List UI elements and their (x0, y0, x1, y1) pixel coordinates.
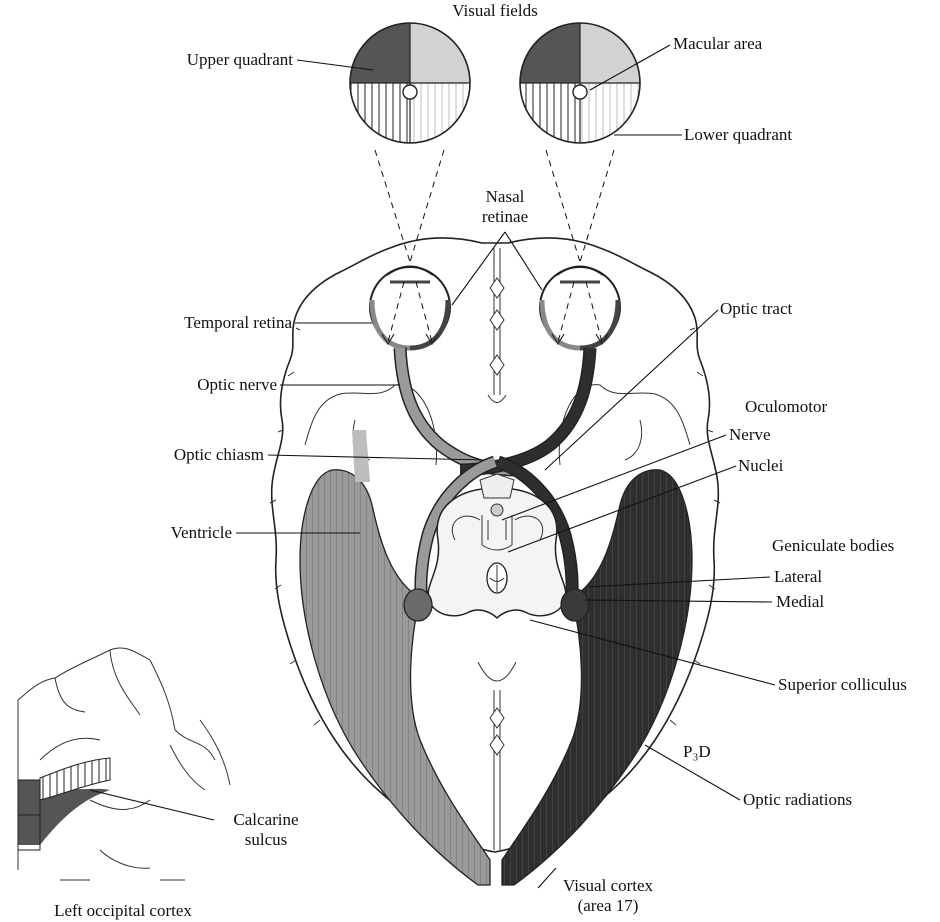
left-occipital-cortex-label: Left occipital cortex (54, 901, 192, 920)
ventricle-label: Ventricle (171, 523, 232, 542)
occipital-inset (18, 648, 230, 880)
projection-lines (375, 150, 614, 262)
p3d-label: P₃D (683, 742, 711, 761)
lower-quadrant-label: Lower quadrant (684, 125, 792, 144)
optic-chiasm-label: Optic chiasm (174, 445, 264, 464)
calcarine-sulcus-label-line1: Calcarine (233, 810, 298, 829)
nerve-label: Nerve (729, 425, 771, 444)
nasal-retinae-label-line1: Nasal (486, 187, 525, 206)
right-eye (540, 267, 620, 349)
left-eye (370, 267, 450, 349)
calcarine-sulcus-label-line2: sulcus (245, 830, 288, 849)
visual-fields-label: Visual fields (452, 1, 537, 20)
visual-field-right (520, 23, 640, 143)
medial-label: Medial (776, 592, 824, 611)
visual-cortex-label-line2: (area 17) (578, 896, 639, 915)
optic-nerve-label: Optic nerve (197, 375, 277, 394)
superior-colliculus-label: Superior colliculus (778, 675, 907, 694)
optic-radiations-label: Optic radiations (743, 790, 852, 809)
nuclei-label: Nuclei (738, 456, 784, 475)
visual-field-left (350, 23, 470, 143)
lateral-label: Lateral (774, 567, 822, 586)
macular-area-label: Macular area (673, 34, 763, 53)
leader-lines (90, 45, 775, 888)
visual-cortex-label-line1: Visual cortex (563, 876, 654, 895)
geniculate-bodies-label: Geniculate bodies (772, 536, 894, 555)
upper-quadrant-label: Upper quadrant (187, 50, 293, 69)
nasal-retinae-label-line2: retinae (482, 207, 528, 226)
optic-tract-label: Optic tract (720, 299, 792, 318)
oculomotor-label: Oculomotor (745, 397, 827, 416)
temporal-retina-label: Temporal retina (184, 313, 292, 332)
